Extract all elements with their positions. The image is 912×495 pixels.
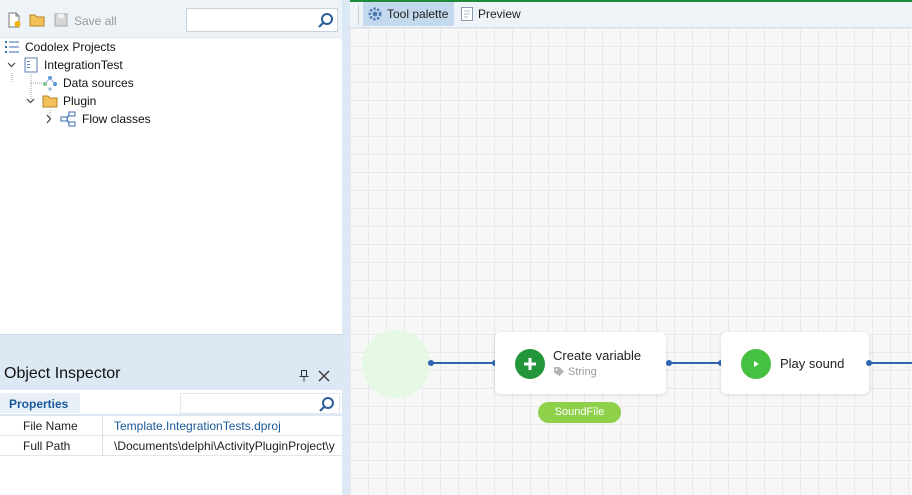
vertical-splitter[interactable]	[342, 0, 350, 495]
preview-document-icon	[461, 7, 473, 21]
start-node[interactable]	[362, 330, 430, 398]
flow-classes-icon	[60, 111, 76, 127]
gear-icon	[368, 7, 382, 21]
node-title: Create variable	[553, 348, 642, 363]
property-name: Full Path	[0, 436, 103, 456]
property-row-file-name[interactable]: File Name Template.IntegrationTests.dpro…	[0, 416, 342, 436]
tree-item-label: Plugin	[63, 94, 97, 108]
tab-properties[interactable]: Properties	[0, 393, 80, 415]
property-name-label: File Name	[23, 419, 78, 433]
search-icon[interactable]	[318, 396, 335, 413]
save-all-icon[interactable]	[53, 12, 69, 28]
project-panel: Save all Codolex Projects	[0, 0, 342, 495]
tree-item-plugin[interactable]: Plugin	[0, 92, 342, 110]
property-value-text: Template.IntegrationTests.dproj	[114, 419, 281, 433]
data-sources-icon	[43, 76, 57, 91]
active-accent-line	[350, 0, 912, 2]
search-icon[interactable]	[317, 12, 334, 29]
tab-label: Properties	[9, 397, 69, 411]
list-icon	[5, 41, 19, 53]
tree-lines	[11, 73, 51, 118]
chevron-right-icon[interactable]	[46, 114, 52, 124]
property-value-text: \Documents\delphi\ActivityPluginProject\…	[114, 439, 335, 453]
tree-item-label: Codolex Projects	[25, 40, 116, 54]
flow-canvas[interactable]: Create variable String SoundFile Play so…	[350, 28, 912, 495]
project-icon	[24, 57, 38, 73]
tag-icon	[554, 367, 564, 376]
connector-dot	[666, 360, 672, 366]
project-toolbar: Save all	[0, 0, 342, 38]
property-name-label: Full Path	[23, 439, 71, 453]
play-sound-icon-circle	[741, 349, 771, 379]
create-variable-node[interactable]: Create variable String	[495, 332, 666, 394]
variable-name-label: SoundFile	[554, 406, 605, 418]
close-icon[interactable]	[318, 370, 330, 382]
save-all-label: Save all	[74, 14, 117, 28]
chevron-down-icon[interactable]	[7, 62, 16, 68]
folder-icon	[42, 95, 58, 108]
tree-item-label: Flow classes	[82, 112, 151, 126]
flow-connector	[869, 362, 912, 364]
plus-icon	[524, 358, 536, 370]
tree-item-label: Data sources	[63, 76, 134, 90]
properties-search-input[interactable]	[180, 393, 340, 414]
designer-toolbar: Tool palette Preview	[350, 2, 912, 28]
new-file-icon[interactable]	[6, 12, 22, 28]
panel-divider[interactable]	[0, 334, 342, 356]
preview-label: Preview	[478, 7, 521, 21]
tree-item-integrationtest[interactable]: IntegrationTest	[0, 56, 342, 74]
tree-item-flow-classes[interactable]: Flow classes	[0, 110, 342, 128]
property-value[interactable]: \Documents\delphi\ActivityPluginProject\…	[104, 436, 342, 456]
inspector-header: Object Inspector	[0, 356, 342, 390]
object-inspector: Object Inspector Properties File Name Te…	[0, 356, 342, 495]
flow-connector	[430, 362, 497, 364]
save-all-button[interactable]: Save all	[74, 14, 117, 28]
pin-icon[interactable]	[298, 370, 310, 382]
project-search-input[interactable]	[186, 8, 338, 32]
tree-item-label: IntegrationTest	[44, 58, 123, 72]
connector-dot	[866, 360, 872, 366]
play-sound-node[interactable]: Play sound	[721, 332, 869, 394]
flow-designer: Tool palette Preview Create variable	[350, 0, 912, 495]
play-icon	[754, 361, 759, 367]
preview-button[interactable]: Preview	[458, 2, 530, 26]
tab-strip	[0, 414, 342, 416]
tree-item-data-sources[interactable]: Data sources	[0, 74, 342, 92]
create-variable-icon-circle	[515, 349, 545, 379]
chevron-down-icon[interactable]	[26, 98, 35, 104]
tool-palette-label: Tool palette	[387, 7, 449, 21]
property-value[interactable]: Template.IntegrationTests.dproj	[104, 416, 342, 436]
tree-item-codolex-projects[interactable]: Codolex Projects	[0, 38, 342, 56]
flow-connector	[666, 362, 721, 364]
open-folder-icon[interactable]	[29, 12, 45, 28]
inspector-title: Object Inspector	[4, 365, 121, 382]
node-title: Play sound	[780, 356, 845, 371]
connector-dot	[428, 360, 434, 366]
node-subtitle: String	[568, 366, 597, 378]
property-row-full-path[interactable]: Full Path \Documents\delphi\ActivityPlug…	[0, 436, 342, 456]
toolbar-separator	[358, 5, 359, 25]
project-tree: Codolex Projects IntegrationTest Data so…	[0, 38, 342, 334]
property-name: File Name	[0, 416, 103, 436]
tool-palette-button[interactable]: Tool palette	[363, 2, 454, 26]
variable-name-badge[interactable]: SoundFile	[538, 402, 621, 423]
